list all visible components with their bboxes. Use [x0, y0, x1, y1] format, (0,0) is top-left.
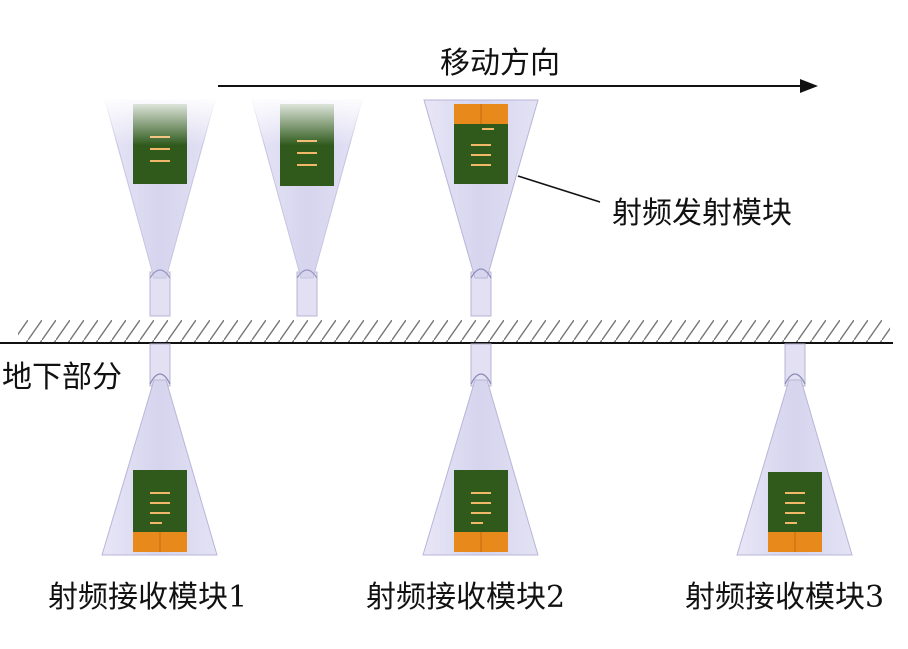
underground-label: 地下部分	[2, 360, 122, 395]
receiver-label-3: 射频接收模块3	[685, 580, 885, 615]
receiver-module-2	[422, 343, 539, 556]
receiver-label-2: 射频接收模块2	[366, 580, 566, 615]
transmitter-label: 射频发射模块	[612, 196, 792, 231]
direction-arrow	[218, 79, 818, 93]
transmitter-ghost-2	[247, 96, 367, 317]
receiver-module-1	[101, 343, 218, 556]
receiver-module-3	[736, 343, 853, 556]
receiver-label-1: 射频接收模块1	[48, 580, 248, 615]
ground-surface	[0, 320, 893, 344]
transmitter-ghost-1	[100, 96, 220, 317]
transmitter-module	[423, 99, 601, 317]
direction-label: 移动方向	[440, 46, 560, 81]
